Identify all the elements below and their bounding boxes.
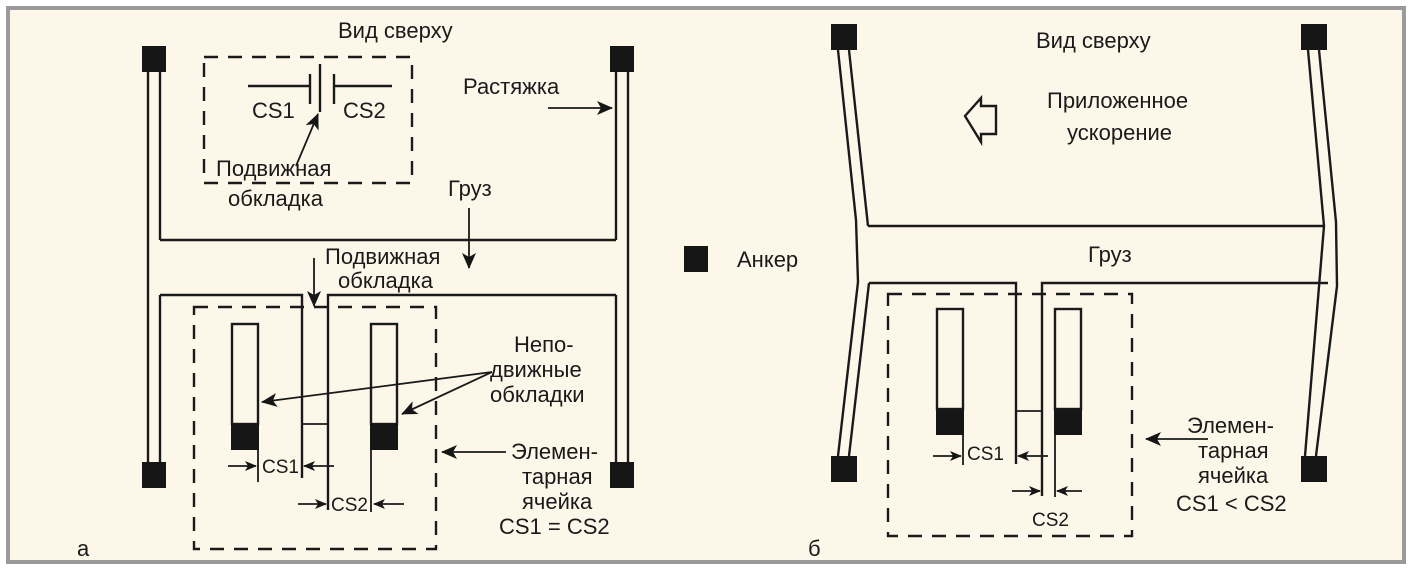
mass-bottom-left <box>869 281 1018 464</box>
elementary-cell-box <box>192 305 438 551</box>
cell-condition: CS1 < CS2 <box>1176 491 1287 516</box>
fixed-plate-right <box>369 322 399 426</box>
fixed-plate-left <box>935 307 965 411</box>
spring-left-outer <box>836 49 860 457</box>
acceleration-label-2: ускорение <box>1067 120 1172 145</box>
inset-moving-plate-1: Подвижная <box>216 156 331 181</box>
fixed-plate-left-anchor <box>936 409 964 435</box>
acceleration-label-1: Приложенное <box>1047 88 1188 113</box>
gap-cs2-label: CS2 <box>331 495 368 516</box>
anchor-icon <box>610 462 634 488</box>
anchor-icon <box>831 24 857 50</box>
cell-label-3: ячейка <box>1198 463 1269 488</box>
panel-b: Вид сверху Приложенное ускорение Груз <box>808 24 1339 561</box>
spring-left-inner-top <box>847 49 870 227</box>
cell-label-1: Элемен- <box>511 439 598 464</box>
spring-left-inner-bottom <box>847 282 871 457</box>
inset-moving-plate-2: обкладка <box>228 186 324 211</box>
anchor-icon <box>610 46 634 72</box>
anchor-icon <box>1301 24 1327 50</box>
panel-b-title: Вид сверху <box>1036 28 1151 53</box>
panel-a: Вид сверху CS1 CS2 Подвижная обкладка Ра… <box>77 18 634 561</box>
fixed-plates-arrow-right <box>401 371 493 415</box>
legend: Анкер <box>684 246 798 272</box>
anchor-icon <box>142 462 166 488</box>
anchor-icon <box>1301 456 1327 482</box>
acceleration-arrow-icon <box>963 94 998 147</box>
cell-label-3: ячейка <box>522 489 593 514</box>
gap-cs2-label: CS2 <box>1032 510 1069 531</box>
mass-bottom-left <box>160 293 304 478</box>
figure-frame <box>6 6 1406 564</box>
cell-label-2: тарная <box>522 464 593 489</box>
fixed-plates-label-3: обкладки <box>490 382 585 407</box>
fixed-plate-left-anchor <box>231 424 259 450</box>
moving-plate-label-1: Подвижная <box>325 244 440 269</box>
fixed-plates-label-2: движные <box>490 357 582 382</box>
fixed-plate-right-anchor <box>1054 409 1082 435</box>
mass-bottom-right <box>326 293 616 510</box>
inset-box <box>202 55 414 185</box>
mass-label: Груз <box>1088 242 1132 267</box>
inset-cs1: CS1 <box>252 98 295 123</box>
fixed-plates-label-1: Непо- <box>514 332 574 357</box>
inset-arrow <box>295 113 319 167</box>
fixed-plate-left <box>230 322 260 426</box>
panel-a-title: Вид сверху <box>338 18 453 43</box>
anchor-icon <box>142 46 166 72</box>
spring-label: Растяжка <box>463 74 560 99</box>
anchor-legend-label: Анкер <box>737 247 798 272</box>
mass-label: Груз <box>448 176 492 201</box>
mass-bottom-right <box>1040 281 1328 496</box>
elementary-cell-box <box>886 292 1134 538</box>
gap-cs1-label: CS1 <box>262 457 299 478</box>
anchor-icon <box>831 456 857 482</box>
moving-plate-label-2: обкладка <box>338 268 434 293</box>
cell-label-2: тарная <box>1198 438 1269 463</box>
fixed-plates-arrow-left <box>261 371 493 408</box>
spring-right-inner <box>1303 49 1326 457</box>
spring-right-outer <box>1314 49 1339 457</box>
inset-cs2: CS2 <box>343 98 386 123</box>
cell-label-1: Элемен- <box>1187 413 1274 438</box>
panel-a-letter: а <box>77 536 90 561</box>
fixed-plate-right-anchor <box>370 424 398 450</box>
cell-condition: CS1 = CS2 <box>499 514 610 539</box>
panel-b-letter: б <box>808 536 821 561</box>
fixed-plate-right <box>1053 307 1083 411</box>
gap-cs1-label: CS1 <box>967 444 1004 465</box>
anchor-legend-icon <box>684 246 708 272</box>
